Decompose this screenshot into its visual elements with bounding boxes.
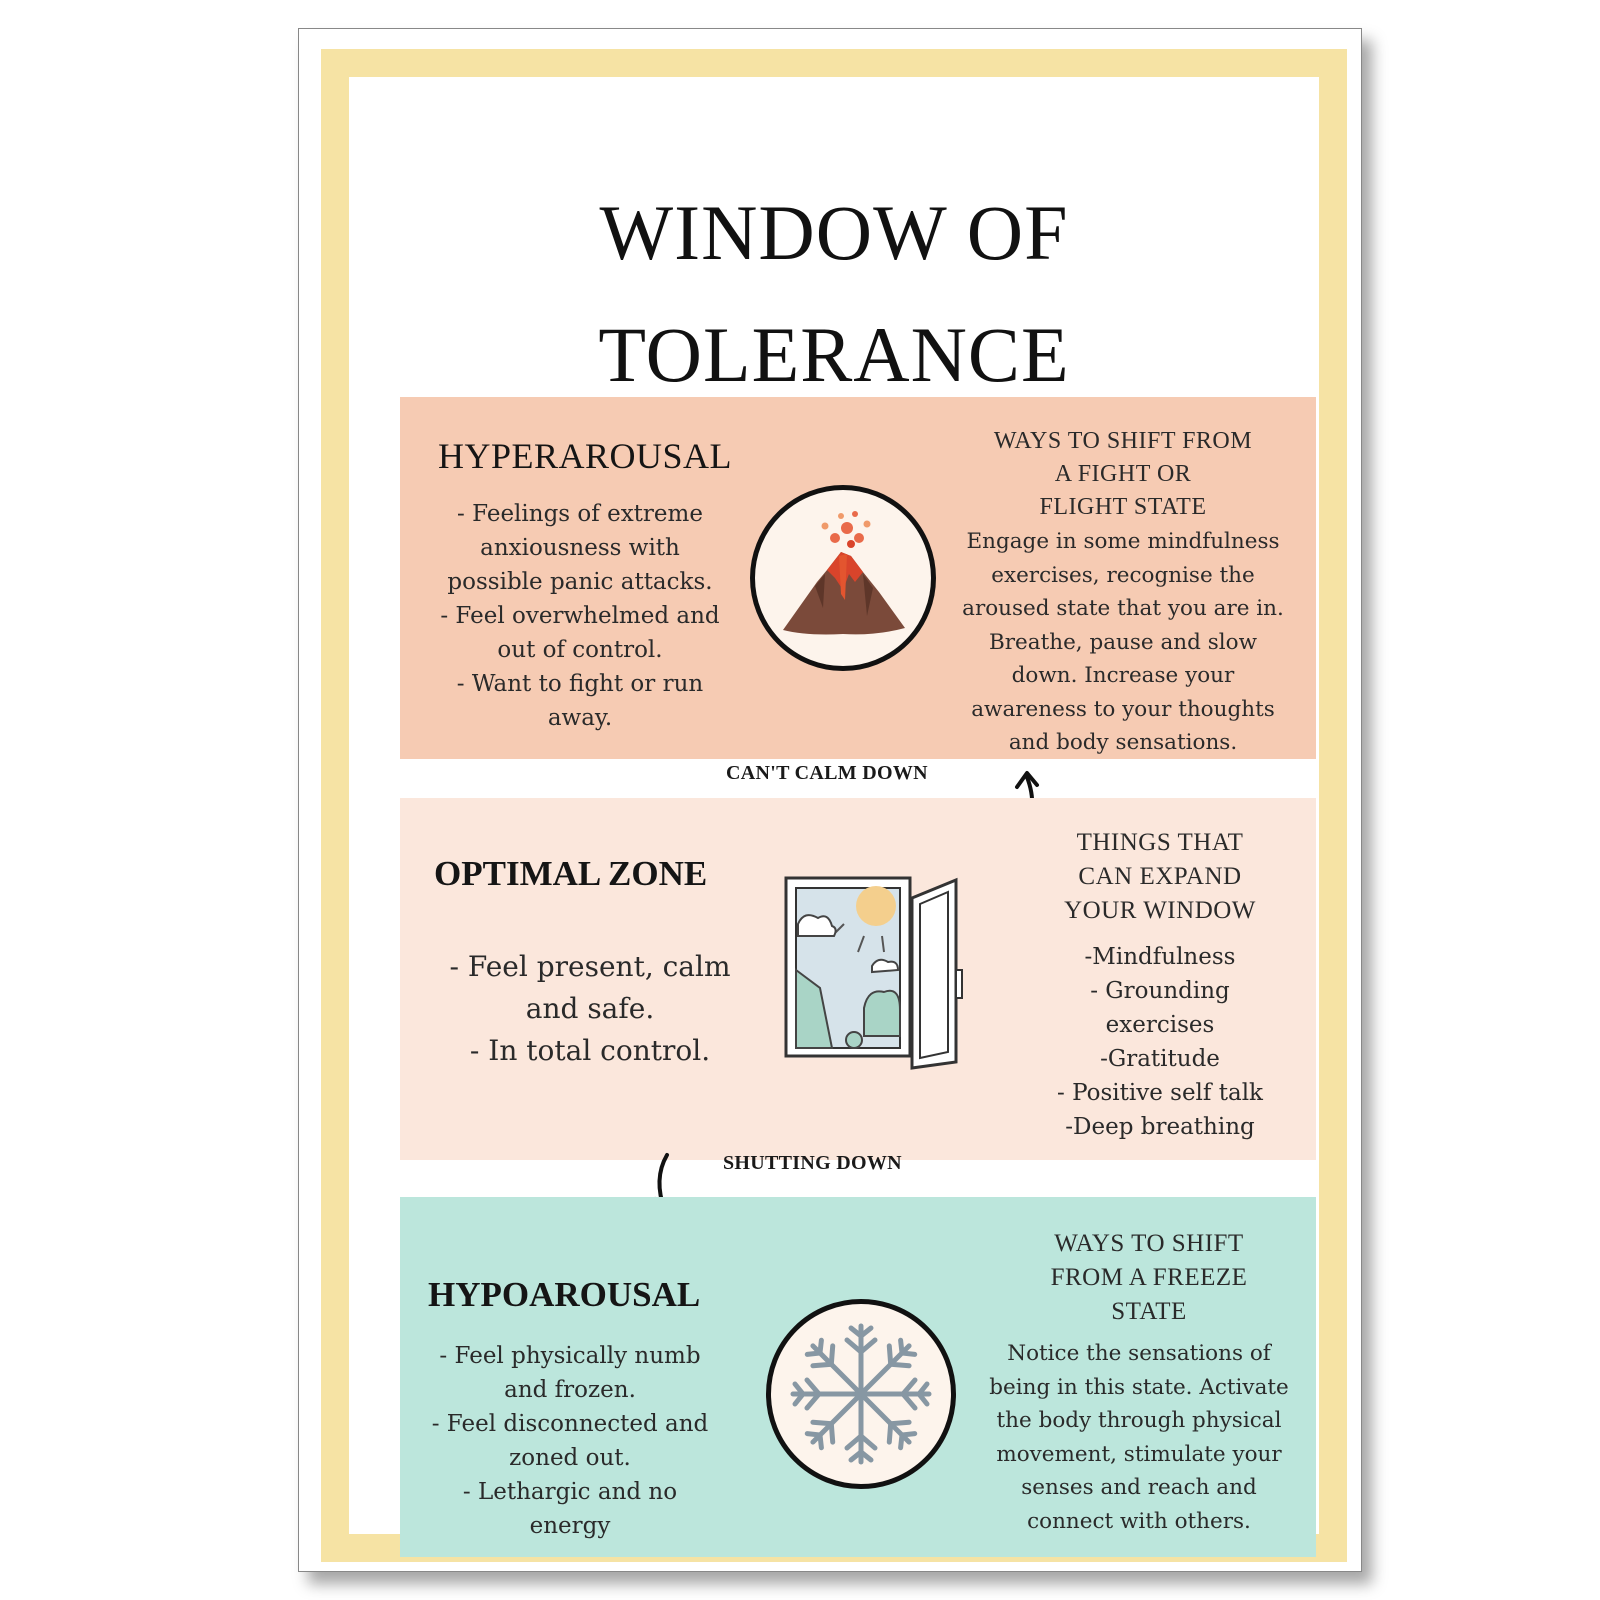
text-line: awareness to your thoughts: [971, 696, 1275, 722]
text-line: - Feel present, calm: [449, 950, 731, 983]
expand-window-list: -Mindfulness - Grounding exercises -Gratitu…: [980, 940, 1340, 1144]
text-line: the body through physical: [996, 1408, 1282, 1433]
text-line: being in this state. Activate: [989, 1374, 1289, 1400]
text-line: FROM A FREEZE: [1050, 1264, 1248, 1291]
text-line: WAYS TO SHIFT FROM: [993, 428, 1253, 454]
hypoarousal-symptoms: - Feel physically numb and frozen. - Feel …: [420, 1339, 720, 1543]
text-line: exercises, recognise the: [991, 562, 1255, 588]
text-line: and body sensations.: [1008, 730, 1238, 755]
text-line: and safe.: [525, 992, 655, 1025]
text-line: - Feelings of extreme: [457, 501, 703, 527]
text-line: - Feel physically numb: [439, 1343, 701, 1369]
text-line: WAYS TO SHIFT: [1054, 1230, 1244, 1257]
title-line-1: WINDOW OF: [599, 189, 1069, 276]
text-line: YOUR WINDOW: [1064, 897, 1256, 924]
text-line: exercises: [1105, 1012, 1215, 1038]
text-line: senses and reach and: [1021, 1475, 1257, 1500]
text-line: -Mindfulness: [1084, 944, 1236, 970]
hypoarousal-shift-title: WAYS TO SHIFT FROM A FREEZE STATE: [984, 1227, 1314, 1329]
volcano-icon: [750, 485, 936, 671]
optimal-zone-symptoms: - Feel present, calm and safe. - In total …: [430, 946, 750, 1072]
text-line: - In total control.: [469, 1034, 711, 1067]
shutting-down-label: SHUTTING DOWN: [723, 1152, 902, 1174]
text-line: THINGS THAT: [1076, 829, 1244, 856]
text-line: Engage in some mindfulness: [966, 529, 1280, 554]
optimal-zone-section: OPTIMAL ZONE - Feel present, calm and saf…: [400, 798, 1316, 1160]
text-line: out of control.: [497, 637, 663, 663]
text-line: - Lethargic and no: [462, 1479, 678, 1505]
poster-frame: WINDOW OF TOLERANCE HYPERAROUSAL - Feeli…: [321, 49, 1347, 1562]
poster: WINDOW OF TOLERANCE HYPERAROUSAL - Feeli…: [298, 28, 1362, 1572]
cant-calm-down-label: CAN'T CALM DOWN: [726, 762, 928, 784]
hyperarousal-heading: HYPERAROUSAL: [438, 436, 733, 476]
text-line: zoned out.: [509, 1445, 631, 1471]
hyperarousal-symptoms: - Feelings of extreme anxiousness with pos…: [430, 497, 730, 735]
text-line: energy: [529, 1513, 611, 1539]
text-line: A FIGHT OR: [1054, 461, 1192, 487]
text-line: - Grounding: [1090, 978, 1230, 1004]
text-line: -Gratitude: [1100, 1046, 1220, 1072]
text-line: anxiousness with: [480, 535, 680, 561]
text-line: aroused state that you are in.: [962, 596, 1284, 621]
hypoarousal-shift-text: Notice the sensations of being in this st…: [974, 1337, 1304, 1538]
text-line: - Positive self talk: [1057, 1080, 1263, 1106]
text-line: movement, stimulate your: [996, 1441, 1282, 1467]
text-line: Breathe, pause and slow: [988, 629, 1258, 655]
hyperarousal-shift-title: WAYS TO SHIFT FROM A FIGHT OR FLIGHT STATE: [958, 425, 1288, 524]
poster-title: WINDOW OF TOLERANCE: [349, 172, 1319, 416]
optimal-zone-heading: OPTIMAL ZONE: [434, 854, 708, 893]
expand-window-title: THINGS THAT CAN EXPAND YOUR WINDOW: [980, 826, 1340, 928]
open-window-icon: [784, 876, 963, 1070]
hypoarousal-section: HYPOAROUSAL - Feel physically numb and fr…: [400, 1197, 1316, 1557]
text-line: - Feel overwhelmed and: [440, 603, 720, 629]
text-line: away.: [547, 705, 613, 731]
text-line: down. Increase your: [1011, 663, 1235, 688]
text-line: CAN EXPAND: [1078, 863, 1242, 890]
text-line: possible panic attacks.: [447, 569, 713, 595]
text-line: FLIGHT STATE: [1039, 494, 1207, 520]
text-line: STATE: [1111, 1298, 1187, 1325]
title-line-2: TOLERANCE: [598, 311, 1070, 398]
hyperarousal-section: HYPERAROUSAL - Feelings of extreme anxiou…: [400, 397, 1316, 759]
hyperarousal-shift-text: Engage in some mindfulness exercises, rec…: [958, 525, 1288, 760]
text-line: - Want to fight or run: [456, 671, 704, 697]
text-line: connect with others.: [1027, 1508, 1251, 1534]
text-line: Notice the sensations of: [1007, 1341, 1271, 1366]
snowflake-icon: [766, 1299, 956, 1489]
text-line: and frozen.: [504, 1377, 636, 1403]
text-line: -Deep breathing: [1065, 1114, 1255, 1140]
hypoarousal-heading: HYPOAROUSAL: [428, 1275, 701, 1314]
text-line: - Feel disconnected and: [431, 1411, 709, 1437]
